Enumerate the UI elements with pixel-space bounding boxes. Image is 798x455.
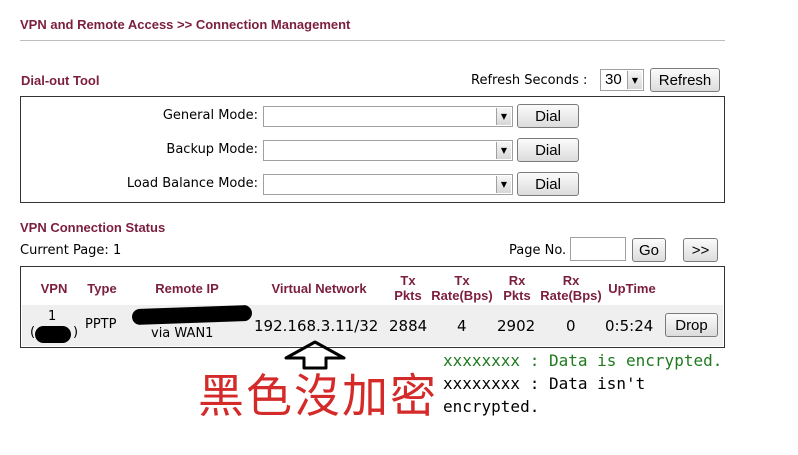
col-rx-rate: Rx Rate(Bps) xyxy=(538,273,604,303)
col-tx-pkts-line1: Tx xyxy=(400,273,416,288)
vpn-status-title: VPN Connection Status xyxy=(20,220,166,235)
load-balance-mode-select[interactable]: ▼ xyxy=(263,174,513,195)
row-vpn-paren-close: ) xyxy=(73,325,79,340)
chevron-down-icon: ▼ xyxy=(496,142,511,159)
row-uptime: 0:5:24 xyxy=(605,317,654,335)
col-rx-pkts: Rx Pkts xyxy=(496,273,538,303)
col-rx-pkts-line1: Rx xyxy=(508,273,526,288)
row-virtual-network: 192.168.3.11/32 xyxy=(254,317,379,335)
go-button[interactable]: Go xyxy=(632,238,666,262)
row-type: PPTP xyxy=(85,317,117,332)
drop-button[interactable]: Drop xyxy=(665,313,718,337)
row-rx-rate: 0 xyxy=(566,317,576,335)
chevron-down-icon: ▼ xyxy=(496,176,511,193)
legend-encrypted: xxxxxxxx : Data is encrypted. xyxy=(443,351,723,370)
current-page: Current Page: 1 xyxy=(20,243,122,258)
row-vpn-paren-open: ( xyxy=(30,325,36,340)
legend-not-encrypted-line1: xxxxxxxx : Data isn't xyxy=(443,374,646,393)
refresh-seconds-select[interactable]: 30 ▼ xyxy=(600,69,644,91)
page-no-label: Page No. xyxy=(509,243,567,258)
col-vpn: VPN xyxy=(40,281,68,296)
title-divider xyxy=(20,40,725,41)
up-arrow-icon xyxy=(284,340,346,370)
general-mode-dial-button[interactable]: Dial xyxy=(517,104,579,128)
legend-not-encrypted-line2: encrypted. xyxy=(443,397,540,416)
breadcrumb: VPN and Remote Access >> Connection Mana… xyxy=(20,17,351,32)
chevron-down-icon: ▼ xyxy=(496,108,511,125)
col-rx-rate-line2: Rate(Bps) xyxy=(540,288,602,303)
row-remote-via: via WAN1 xyxy=(151,326,214,341)
backup-mode-dial-button[interactable]: Dial xyxy=(517,138,579,162)
backup-mode-select[interactable]: ▼ xyxy=(263,140,513,161)
dialout-title: Dial-out Tool xyxy=(21,73,100,88)
row-tx-rate: 4 xyxy=(457,317,467,335)
col-rx-rate-line1: Rx xyxy=(562,273,580,288)
annotation-not-encrypted: 黑色沒加密 xyxy=(198,369,438,423)
col-virtual-network: Virtual Network xyxy=(271,281,367,296)
col-type: Type xyxy=(87,281,117,296)
load-balance-mode-label: Load Balance Mode: xyxy=(126,176,258,191)
col-tx-rate-line1: Tx xyxy=(454,273,470,288)
general-mode-label: General Mode: xyxy=(162,108,258,123)
general-mode-select[interactable]: ▼ xyxy=(263,106,513,127)
redacted-vpn-name xyxy=(35,326,71,343)
row-tx-pkts: 2884 xyxy=(389,317,428,335)
page-no-input[interactable] xyxy=(570,237,626,261)
col-uptime: UpTime xyxy=(608,281,656,296)
col-remote-ip: Remote IP xyxy=(155,281,219,296)
load-balance-dial-button[interactable]: Dial xyxy=(517,172,579,196)
vpn-status-table xyxy=(20,266,725,348)
col-tx-pkts: Tx Pkts xyxy=(388,273,428,303)
col-tx-rate: Tx Rate(Bps) xyxy=(430,273,494,303)
col-tx-rate-line2: Rate(Bps) xyxy=(431,288,493,303)
refresh-button[interactable]: Refresh xyxy=(650,68,720,92)
col-rx-pkts-line2: Pkts xyxy=(503,288,531,303)
row-rx-pkts: 2902 xyxy=(497,317,536,335)
col-tx-pkts-line2: Pkts xyxy=(394,288,422,303)
next-page-button[interactable]: >> xyxy=(683,238,718,262)
backup-mode-label: Backup Mode: xyxy=(166,142,258,157)
refresh-seconds-label: Refresh Seconds : xyxy=(471,73,588,88)
refresh-seconds-value: 30 xyxy=(605,71,622,88)
row-vpn-index: 1 xyxy=(48,309,57,324)
dialout-panel xyxy=(20,96,725,203)
chevron-down-icon: ▼ xyxy=(627,71,642,89)
